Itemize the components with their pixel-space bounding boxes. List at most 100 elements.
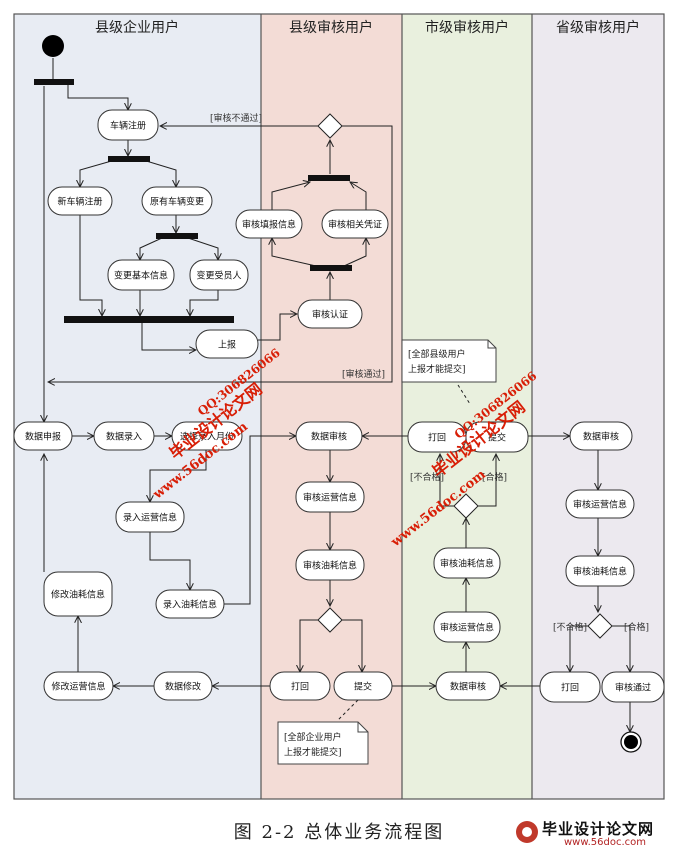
- activity-n-c-submit: 提交: [333, 671, 393, 701]
- activity-label: 审核认证: [312, 309, 348, 321]
- activity-label: 审核运营信息: [573, 499, 627, 511]
- activity-label: 修改油耗信息: [51, 589, 105, 601]
- figure-caption: 图 2-2 总体业务流程图: [233, 822, 445, 843]
- activity-label: 录入油耗信息: [163, 599, 217, 611]
- activity-label: 审核油耗信息: [440, 558, 494, 570]
- activity-n-auth: 审核认证: [297, 299, 363, 329]
- fork-bar-audit-bottom: [310, 265, 352, 271]
- lane-title-county-audit: 县级审核用户: [289, 19, 373, 36]
- guard-fail: [审核不通过]: [210, 112, 262, 124]
- activity-n-m-ops: 审核运营信息: [433, 611, 501, 643]
- activity-n-p-pass: 审核通过: [601, 671, 665, 703]
- lane-title-city-audit: 市级审核用户: [425, 19, 509, 36]
- edges: [44, 58, 630, 732]
- note-enterprise-line1: [全部企业用户: [284, 731, 342, 743]
- activity-label: 新车辆注册: [57, 196, 102, 208]
- control-nodes: [34, 35, 642, 753]
- guard-unqualified-province: [不合格]: [553, 621, 587, 633]
- note-county: [全部县级用户 上报才能提交]: [401, 339, 497, 383]
- fork-bar-1: [34, 79, 74, 85]
- activity-n-data-fix: 数据修改: [153, 671, 213, 701]
- initial-node: [42, 35, 64, 57]
- activity-label: 审核填报信息: [242, 219, 296, 231]
- activity-label: 数据录入: [106, 431, 142, 443]
- lane-city-audit: [402, 14, 532, 799]
- logo-title: 毕业设计论文网: [542, 820, 655, 838]
- guard-labels: [审核不通过] [审核通过] [合格] [不合格] [不合格] [合格]: [210, 112, 649, 633]
- activity-n-c-fuel: 审核油耗信息: [295, 549, 365, 581]
- activity-diagram: 县级企业用户 县级审核用户 市级审核用户 省级审核用户: [13, 13, 665, 800]
- activity-label: 原有车辆变更: [150, 196, 204, 208]
- activity-label: 数据申报: [25, 431, 61, 443]
- activity-n-p-back: 打回: [539, 671, 601, 703]
- activity-n-report-up: 上报: [195, 329, 259, 359]
- activity-n-c-back: 打回: [269, 671, 331, 701]
- activity-label: 打回: [291, 681, 309, 693]
- fork-bar-3: [156, 233, 198, 239]
- activity-label: 打回: [428, 432, 446, 444]
- activity-label: 审核油耗信息: [303, 560, 357, 572]
- activity-n-data-entry: 数据录入: [93, 421, 155, 451]
- guard-qualified-city: [合格]: [482, 471, 507, 483]
- final-node-inner: [624, 735, 638, 749]
- lane-province-audit: [532, 14, 664, 799]
- lane-title-province-audit: 省级审核用户: [556, 19, 640, 36]
- activity-label: 提交: [354, 681, 372, 693]
- activity-n-verify-cert: 审核相关凭证: [321, 209, 389, 239]
- activity-label: 审核通过: [615, 682, 651, 694]
- activity-n-p-fuel: 审核油耗信息: [565, 555, 635, 587]
- guard-pass: [审核通过]: [342, 368, 385, 380]
- activity-n-select-month: 选择录入月份: [171, 421, 243, 451]
- activity-label: 变更基本信息: [114, 270, 168, 282]
- activity-n-new: 新车辆注册: [47, 186, 113, 216]
- guard-qualified-province: [合格]: [624, 621, 649, 633]
- activity-n-m-data: 数据审核: [435, 671, 501, 701]
- activity-label: 修改运营信息: [51, 681, 105, 693]
- activity-label: 审核油耗信息: [573, 566, 627, 578]
- decision-province: [587, 613, 613, 639]
- activity-n-ops-in: 录入运营信息: [115, 501, 185, 533]
- activity-n-p-ops: 审核运营信息: [565, 489, 635, 519]
- activity-n-fix-ops: 修改运营信息: [43, 671, 114, 701]
- note-county-line1: [全部县级用户: [408, 348, 466, 360]
- activity-n-p-data: 数据审核: [569, 421, 633, 451]
- activity-label: 审核运营信息: [440, 622, 494, 634]
- activity-label: 数据审核: [311, 431, 347, 443]
- note-enterprise-line2: 上报才能提交]: [284, 746, 342, 758]
- activity-n-fuel-in: 录入油耗信息: [155, 589, 225, 619]
- activity-label: 录入运营信息: [123, 512, 177, 524]
- decision-audit: [317, 113, 343, 139]
- activity-label: 审核运营信息: [303, 492, 357, 504]
- logo-icon: [516, 821, 538, 843]
- activity-n-c-ops: 审核运营信息: [295, 481, 365, 513]
- lane-title-county-enterprise: 县级企业用户: [95, 19, 179, 36]
- activity-n-change: 原有车辆变更: [141, 186, 213, 216]
- activity-n-m-submit: 提交: [465, 421, 529, 453]
- activity-label: 数据审核: [450, 681, 486, 693]
- activity-n-m-back: 打回: [407, 421, 467, 453]
- join-bar-audit-top: [308, 175, 350, 181]
- activity-label: 数据修改: [165, 681, 201, 693]
- fork-bar-2: [108, 156, 150, 162]
- activity-label: 审核相关凭证: [328, 219, 382, 231]
- decision-county: [317, 607, 343, 633]
- activity-label: 上报: [218, 339, 236, 351]
- activity-label: 选择录入月份: [180, 431, 234, 443]
- activity-label: 提交: [488, 432, 506, 444]
- activity-n-data-report: 数据申报: [13, 421, 73, 451]
- activity-n-crew: 变更受员人: [189, 259, 249, 291]
- activity-label: 变更受员人: [196, 270, 241, 282]
- activity-label: 车辆注册: [110, 120, 146, 132]
- guard-unqualified-city: [不合格]: [410, 471, 444, 483]
- join-bar-main: [64, 316, 234, 323]
- activity-n-reg: 车辆注册: [97, 109, 159, 141]
- note-county-line2: 上报才能提交]: [408, 363, 466, 375]
- activity-n-m-fuel: 审核油耗信息: [433, 547, 501, 579]
- activity-n-basic: 变更基本信息: [107, 259, 175, 291]
- swimlanes: 县级企业用户 县级审核用户 市级审核用户 省级审核用户: [13, 13, 665, 800]
- activity-n-fix-fuel: 修改油耗信息: [43, 571, 113, 617]
- site-logo: 毕业设计论文网 www.56doc.com: [512, 818, 676, 852]
- activity-n-verify-info: 审核填报信息: [235, 209, 303, 239]
